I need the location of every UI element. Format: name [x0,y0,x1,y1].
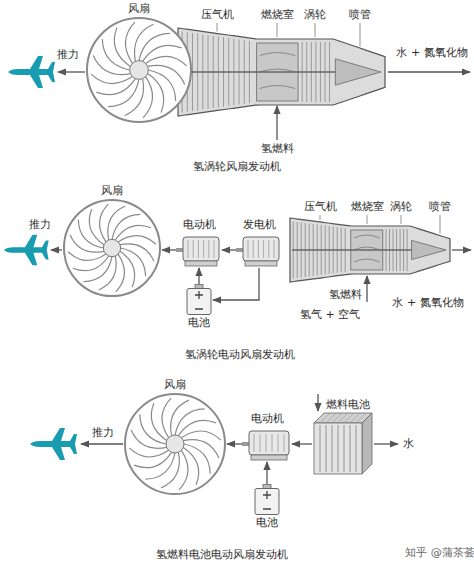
node-label: 电动机 [242,412,292,426]
water-arrow [374,443,398,444]
part-label: 涡轮 [390,200,412,214]
electric-motor: 电动机 [176,218,222,268]
leader-line [315,23,316,37]
battery-symbol-icon [253,484,281,516]
exhaust-arrow [452,249,471,250]
part-label: 压气机 [201,8,234,22]
node-label: 风扇 [85,2,193,16]
leader-line [360,23,361,46]
battery-symbol: 电池 [185,284,213,330]
generator: 发电机 [236,218,282,268]
leader-line [440,215,441,234]
panel-caption: 氢涡轮风扇发动机 [193,160,281,174]
wire-arrow [162,249,176,250]
node-label: 燃料电池 [312,398,374,412]
exhaust-label: 水 + 氮氧化物 [396,46,467,60]
thrust-label: 推力 [57,48,79,62]
leader-line [217,23,218,31]
thrust-arrow [51,249,62,250]
exhaust-label: 水 [403,437,414,451]
electric-motor: 电动机 [242,412,292,462]
electric-motor-icon [176,232,222,268]
exhaust-label: 水 + 氮氧化物 [392,296,463,310]
fan-rotor-icon [85,16,193,124]
airplane-icon [4,235,49,265]
fuel-arrow [276,106,277,140]
watermark: 知乎 @蒲茶荟 [405,546,474,560]
node-label: 电池 [185,316,213,330]
fuel-cell-stack: 燃料电池 [312,398,374,476]
wire-arrow [266,462,267,484]
wire-arrow [227,443,242,444]
thrust-arrow [81,443,123,444]
part-label: 燃烧室 [261,8,294,22]
exhaust-arrow [388,71,470,72]
generator-icon [236,232,282,268]
leader-line [401,215,402,224]
thrust-arrow [58,71,85,72]
panel-caption: 氢燃料电池电动风扇发动机 [156,548,288,562]
fan-rotor: 风扇 [123,378,227,496]
fan-rotor-icon [62,198,162,298]
airplane-icon [8,56,55,88]
node-label: 发电机 [236,218,282,232]
wire-arrow [213,268,259,300]
leader-line [277,23,278,37]
engine-core [178,23,385,116]
wire-arrow [198,268,199,284]
panel-caption: 氢涡轮电动风扇发动机 [185,348,295,362]
electric-motor-icon [242,426,292,462]
part-label: 喷管 [349,8,371,22]
part-label: 燃烧室 [351,200,384,214]
fan-rotor-icon [123,392,227,496]
airplane-icon [30,428,77,460]
part-label: 喷管 [429,200,451,214]
node-label: 风扇 [123,378,227,392]
fan-rotor: 风扇 [85,2,193,124]
part-label: 涡轮 [304,8,326,22]
wire-arrow [222,249,236,250]
fan-rotor: 风扇 [62,184,162,298]
leader-line [320,215,321,220]
fuel-label: 氢燃料 [261,142,294,156]
thrust-label: 推力 [92,426,114,440]
fuel-arrow [366,276,367,302]
fuel-cell-stack-icon [312,412,374,476]
node-label: 风扇 [62,184,162,198]
fuel-label: 氢燃料 [329,288,362,302]
engine-core [290,215,450,282]
intake-label: 氢气 + 空气 [300,308,360,322]
node-label: 电池 [253,516,281,530]
wire-arrow [292,443,312,444]
part-label: 压气机 [304,200,337,214]
thrust-label: 推力 [29,218,51,232]
leader-line [367,215,368,224]
battery-symbol: 电池 [253,484,281,530]
battery-symbol-icon [185,284,213,316]
node-label: 电动机 [176,218,222,232]
fuel-arrow [317,394,318,411]
